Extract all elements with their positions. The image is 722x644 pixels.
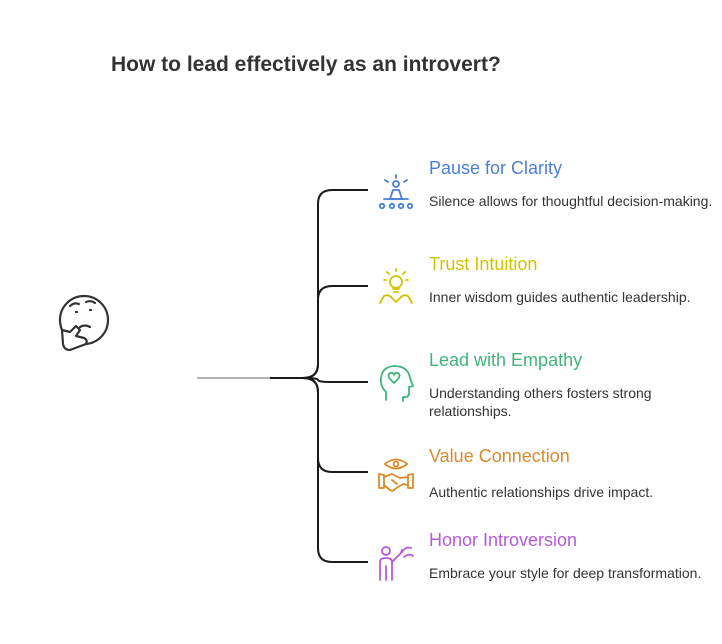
- branch-2: [302, 285, 368, 379]
- item-title-pause-for-clarity: Pause for Clarity: [429, 158, 563, 178]
- branch-3: [302, 377, 368, 383]
- head-heart-icon: [379, 365, 414, 402]
- item-title-lead-with-empathy: Lead with Empathy: [429, 350, 583, 370]
- item-desc-honor-introversion: Embrace your style for deep transformati…: [429, 565, 702, 581]
- branch-1: [302, 189, 368, 379]
- branch-5: [302, 377, 368, 563]
- page-title: How to lead effectively as an introvert?: [111, 53, 501, 76]
- item-desc-trust-intuition: Inner wisdom guides authentic leadership…: [429, 289, 691, 305]
- item-desc-lead-with-empathy: Understanding others fosters strong rela…: [429, 385, 652, 419]
- lightbulb-hands-icon: [379, 268, 413, 304]
- person-speaking-icon: [379, 546, 414, 581]
- branch-4: [302, 377, 368, 473]
- thinking-face-icon: [58, 294, 110, 352]
- eye-handshake-icon: [378, 458, 414, 492]
- item-title-honor-introversion: Honor Introversion: [429, 530, 578, 550]
- item-desc-pause-for-clarity: Silence allows for thoughtful decision-m…: [429, 193, 713, 209]
- item-desc-value-connection: Authentic relationships drive impact.: [429, 484, 654, 500]
- item-title-trust-intuition: Trust Intuition: [429, 254, 538, 274]
- item-title-value-connection: Value Connection: [429, 446, 570, 466]
- meditation-icon: [378, 174, 414, 210]
